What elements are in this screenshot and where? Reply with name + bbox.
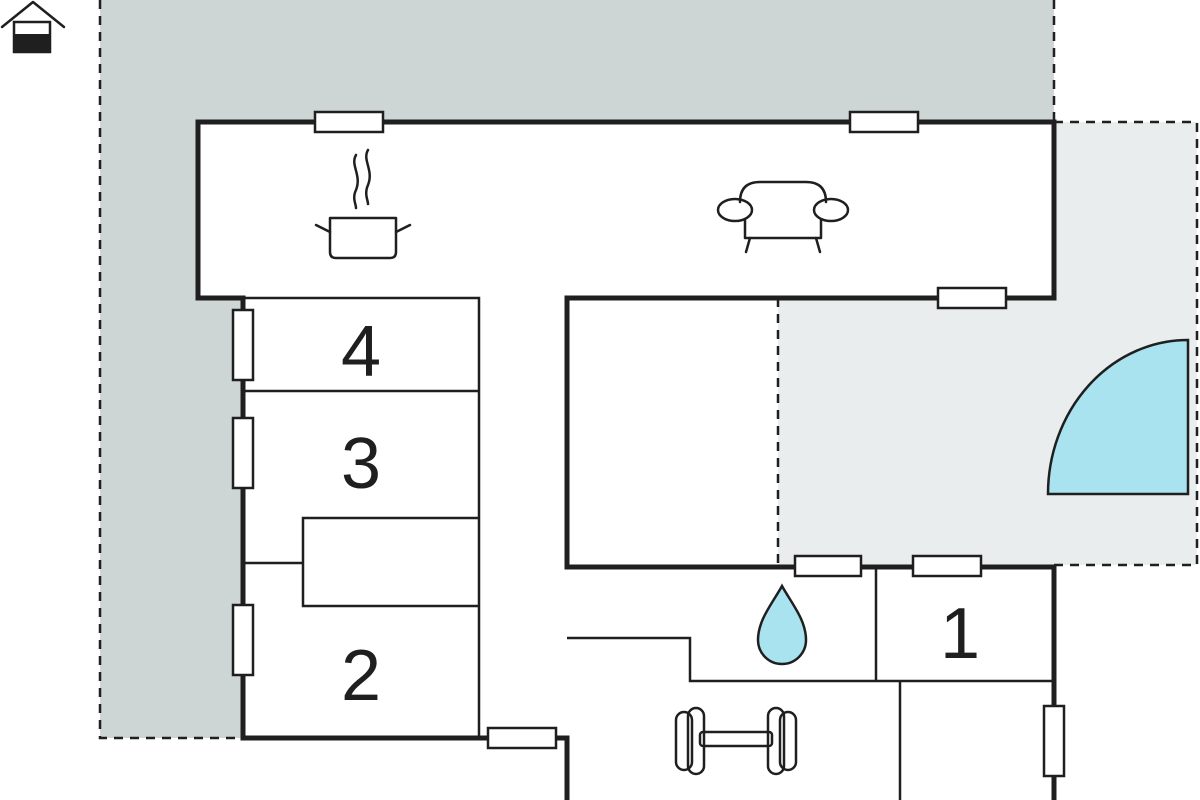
- room-label-4: 4: [341, 312, 381, 392]
- terrace-boundary: [776, 120, 1199, 567]
- house-icon: [0, 0, 66, 54]
- window: [313, 110, 385, 134]
- water-drop-icon: [756, 583, 808, 666]
- garden-area: [100, 0, 1054, 738]
- interior-floor: [198, 122, 1054, 800]
- window: [231, 603, 255, 677]
- window: [793, 554, 863, 578]
- dumbbell-icon: [674, 706, 798, 776]
- window: [1042, 704, 1066, 778]
- window: [911, 554, 983, 578]
- exterior-wall: [195, 119, 1057, 800]
- interior-walls: [243, 296, 1054, 800]
- window: [231, 308, 255, 382]
- exterior-wall-west: [240, 295, 570, 800]
- window: [848, 110, 920, 134]
- room-label-2: 2: [341, 636, 381, 716]
- window: [231, 416, 255, 490]
- room-label-1: 1: [940, 594, 980, 674]
- window: [486, 726, 558, 750]
- pool: [1046, 338, 1190, 496]
- window: [936, 286, 1008, 310]
- cooking-pot-icon: [314, 148, 412, 260]
- sofa-icon: [716, 180, 850, 254]
- garden-boundary: [98, 0, 1056, 740]
- room-label-3: 3: [341, 424, 381, 504]
